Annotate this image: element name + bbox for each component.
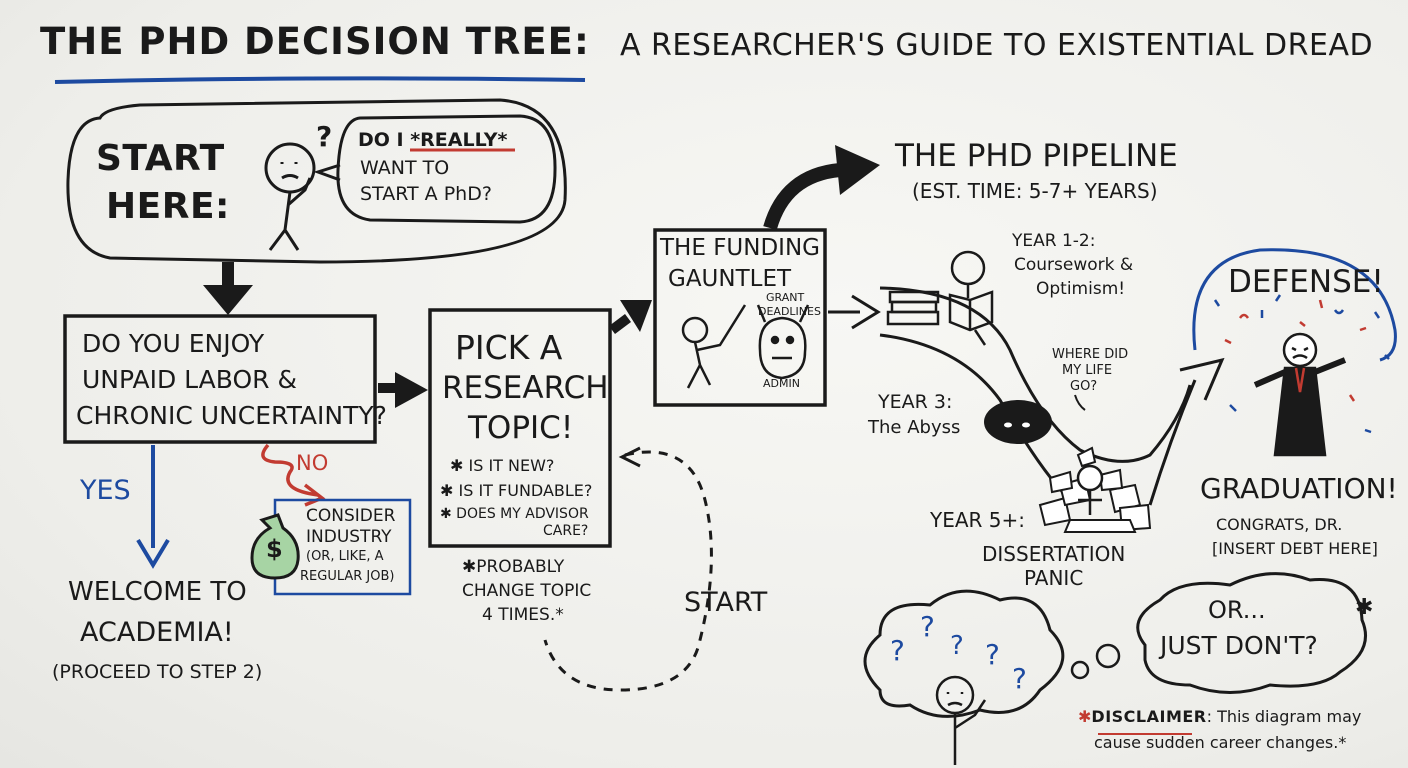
- year5-label: YEAR 5+:: [930, 508, 1026, 532]
- defense-cloud: [1192, 248, 1397, 362]
- start-label-line1: START: [96, 138, 225, 179]
- pipeline-path: [879, 286, 1192, 463]
- topic-line3: TOPIC!: [468, 410, 574, 446]
- dollar-sign: $: [266, 535, 284, 563]
- admin-label: ADMIN: [763, 377, 800, 390]
- alt-line1: OR...: [1208, 596, 1266, 624]
- academia-line1: WELCOME TO: [68, 577, 247, 607]
- industry-line2: INDUSTRY: [306, 527, 392, 547]
- congrats-line2: [INSERT DEBT HERE]: [1212, 539, 1378, 558]
- topic-bullet-3: ✱ DOES MY ADVISOR: [440, 506, 589, 522]
- pipeline-title: THE PHD PIPELINE: [895, 138, 1178, 174]
- page-title: THE PHD DECISION TREE:: [40, 20, 590, 63]
- paper-pile-icon: [1038, 446, 1152, 533]
- topic-bullet-2: ✱ IS IT FUNDABLE?: [440, 481, 593, 500]
- congrats-line1: CONGRATS, DR.: [1216, 515, 1343, 534]
- fighter-figure-icon: [681, 304, 747, 389]
- start-label-line2: HERE:: [106, 186, 230, 227]
- graduation-label: GRADUATION!: [1200, 472, 1398, 505]
- graduate-icon: [1253, 332, 1347, 457]
- defense-label: DEFENSE!: [1228, 264, 1384, 300]
- year3-line2: The Abyss: [868, 417, 961, 438]
- bubble-line3: START A PhD?: [360, 183, 492, 205]
- confused-person-icon: [264, 142, 316, 251]
- disclaimer-line2: cause sudden career changes.*: [1094, 733, 1347, 752]
- topic-loop: [543, 450, 713, 692]
- books-icon: [886, 290, 940, 326]
- year12-line1: YEAR 1-2:: [1012, 231, 1096, 251]
- admin-monster-icon: [756, 304, 810, 380]
- yes-label: YES: [80, 475, 131, 506]
- title-underline: [54, 76, 586, 84]
- panic-line2: PANIC: [1024, 566, 1084, 590]
- page-subtitle: A RESEARCHER'S GUIDE TO EXISTENTIAL DREA…: [620, 28, 1374, 63]
- q1-box: [63, 314, 377, 444]
- funding-box: [653, 228, 827, 407]
- confetti: [1213, 294, 1390, 434]
- disclaimer-star: ✱: [1078, 707, 1092, 726]
- panic-line1: DISSERTATION: [982, 542, 1126, 566]
- funding-line1: THE FUNDING: [660, 235, 820, 261]
- no-label: NO: [296, 451, 329, 475]
- question-mark: ?: [316, 120, 333, 153]
- thought-cloud: [863, 589, 1065, 718]
- pipeline-subtitle: (EST. TIME: 5-7+ YEARS): [912, 179, 1158, 203]
- start-speech-bubble: [313, 114, 557, 224]
- start-box: [66, 98, 567, 264]
- alt-star: ✱: [1355, 595, 1374, 620]
- industry-line4: REGULAR JOB): [300, 569, 395, 584]
- no-arrow: [261, 443, 319, 497]
- q1-line3: CHRONIC UNCERTAINTY?: [76, 401, 387, 430]
- thought-q2: ?: [920, 610, 935, 643]
- academia-line2: ACADEMIA!: [80, 617, 234, 648]
- panicking-person-icon: [1076, 464, 1104, 515]
- topic-bullet-1: ✱ IS IT NEW?: [450, 456, 555, 475]
- academia-note: (PROCEED TO STEP 2): [52, 661, 263, 683]
- industry-line3: (OR, LIKE, A: [306, 549, 384, 564]
- year12-line3: Optimism!: [1036, 279, 1126, 299]
- disclaimer-text1: : This diagram may: [1206, 707, 1362, 726]
- abyss-hole-icon: [984, 400, 1052, 444]
- alt-line2: JUST DON'T?: [1160, 631, 1318, 660]
- year12-line2: Coursework &: [1014, 255, 1134, 275]
- topic-bullet-4: CARE?: [543, 523, 589, 539]
- disclaimer-label: DISCLAIMER: [1091, 707, 1207, 726]
- funding-line2: GAUNTLET: [668, 266, 792, 292]
- q1-line1: DO YOU ENJOY: [82, 329, 265, 358]
- thought-q1: ?: [890, 634, 905, 667]
- topic-note1: ✱PROBABLY: [462, 557, 565, 577]
- topic-note2: CHANGE TOPIC: [462, 581, 592, 601]
- reading-person-icon: [948, 250, 994, 346]
- thought-q3: ?: [950, 631, 964, 661]
- money-bag-icon: [250, 513, 300, 580]
- industry-line1: CONSIDER: [306, 506, 396, 526]
- q1-line2: UNPAID LABOR &: [82, 365, 297, 394]
- topic-line2: RESEARCH: [442, 370, 609, 406]
- grant-label2: DEADLINES: [758, 305, 821, 318]
- worried-person-icon: [935, 675, 987, 765]
- where-line1: WHERE DID: [1052, 347, 1129, 362]
- bubble-line2: WANT TO: [360, 157, 450, 179]
- thought-q5: ?: [1012, 662, 1027, 695]
- topic-line1: PICK A: [455, 328, 563, 367]
- where-line3: GO?: [1070, 379, 1098, 394]
- loop-start-label: START: [684, 587, 768, 618]
- topic-box: [428, 308, 612, 548]
- topic-note3: 4 TIMES.*: [482, 605, 564, 625]
- disclaimer: ✱DISCLAIMER: This diagram may: [1078, 708, 1361, 725]
- grant-label1: GRANT: [766, 291, 805, 304]
- bubble-line1: DO I *REALLY*: [358, 129, 508, 151]
- year3-line1: YEAR 3:: [878, 391, 953, 413]
- thought-q4: ?: [985, 638, 1000, 671]
- where-line2: MY LIFE: [1062, 363, 1113, 378]
- or-just-dont-cloud: [1136, 572, 1367, 694]
